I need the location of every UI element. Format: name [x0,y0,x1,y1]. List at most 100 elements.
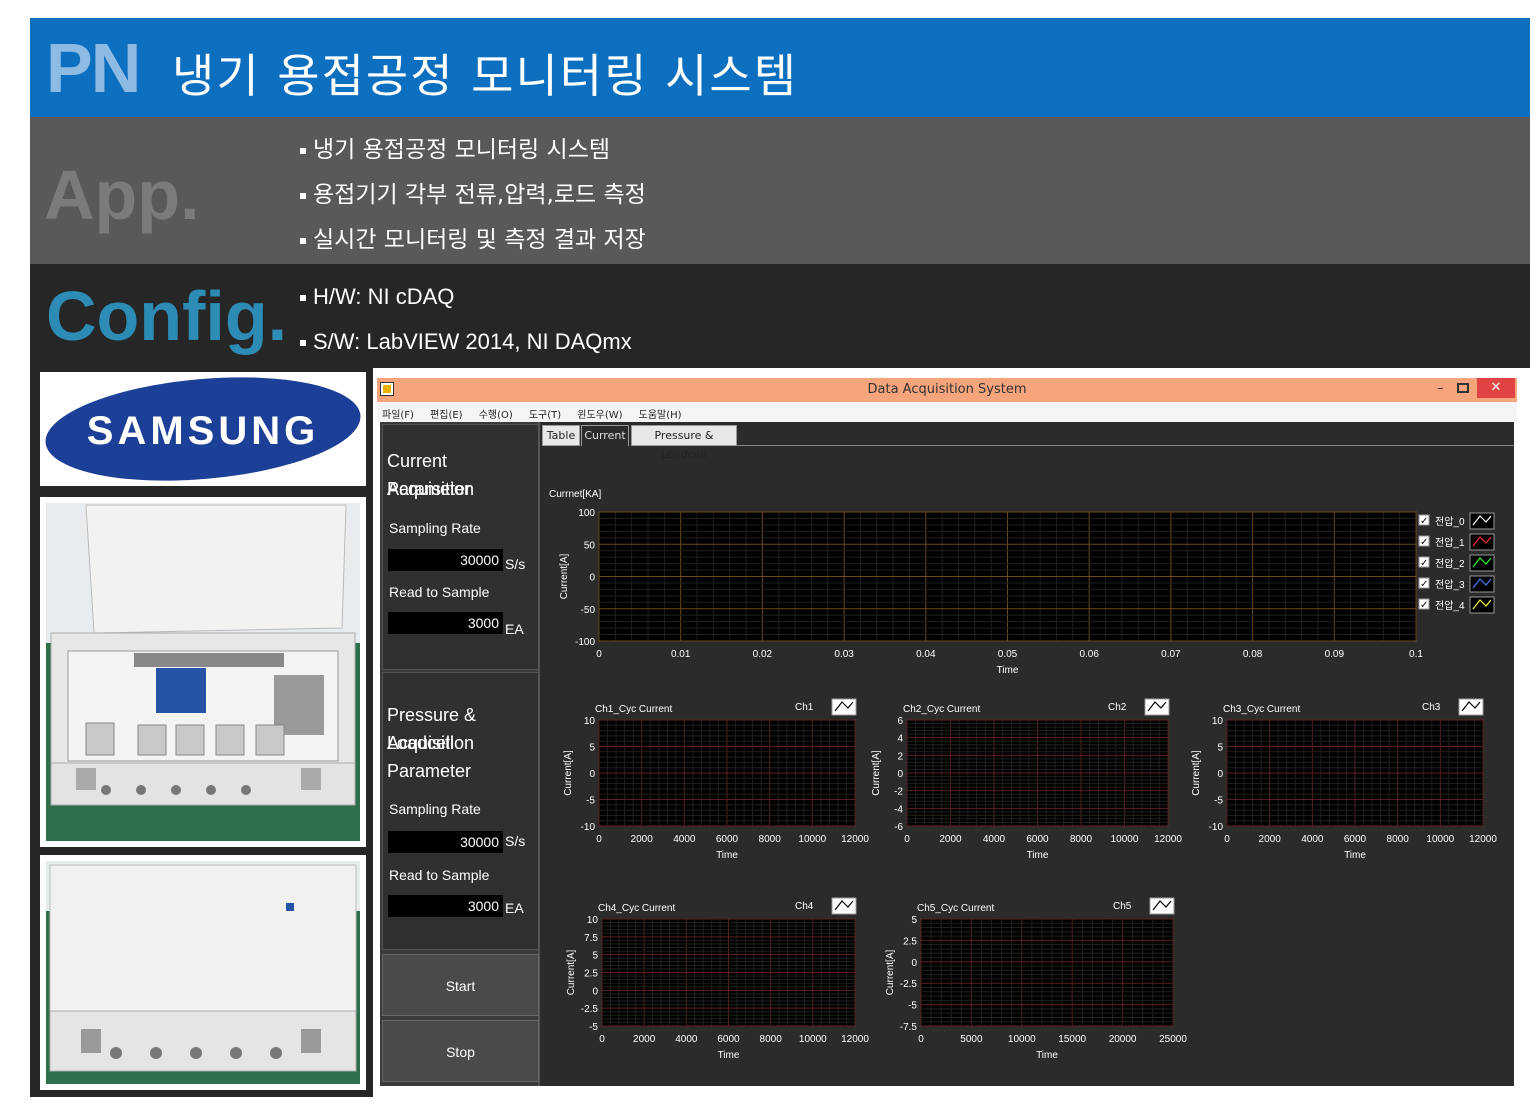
y-tick-label: 0 [592,986,598,997]
restore-icon[interactable] [1457,383,1469,393]
pressure-param-title-3: Parameter [387,761,472,781]
legend-label: Ch2 [1108,702,1127,713]
current-read-input[interactable]: 3000 [388,612,503,634]
legend-swatch [1458,698,1484,716]
tab-table[interactable]: Table [542,425,580,446]
window-titlebar[interactable]: Data Acquisition System – ✕ [377,378,1517,402]
legend-label: Ch5 [1113,901,1132,912]
legend-line [1152,900,1172,911]
legend-line [834,701,854,712]
menu-file[interactable]: 파일(F) [382,410,414,421]
legend-check-mark: ✓ [1420,516,1428,527]
legend-swatch [1144,698,1170,716]
current-sampling-input[interactable]: 30000 [388,549,503,571]
legend-check-mark: ✓ [1420,537,1428,548]
y-tick-label: -5 [589,1022,598,1033]
y-tick-label: 5 [1217,743,1223,754]
legend-swatch [1469,533,1495,551]
x-tick-label: 0.03 [834,649,854,660]
x-tick-label: 10000 [799,1034,827,1045]
legend-checkbox [1418,577,1430,589]
legend-line [1147,701,1167,712]
menu-operate[interactable]: 수행(O) [478,410,513,421]
x-axis-label: Time [716,850,738,861]
legend-swatch [1469,575,1495,593]
menu-help[interactable]: 도움말(H) [638,410,682,421]
x-tick-label: 0.06 [1079,649,1099,660]
chart-title: Ch3_Cyc Current [1223,704,1300,715]
legend-swatch [1469,596,1495,614]
legend-line [1472,557,1492,568]
y-tick-label: -2.5 [900,979,918,990]
legend-label: 전압_0 [1435,515,1465,528]
page-title: 냉기 용접공정 모니터링 시스템 [172,49,799,103]
enclosure-closed-photo [40,855,366,1090]
x-tick-label: 0.02 [753,649,773,660]
labview-icon [380,382,394,396]
plot-grid [601,918,856,1027]
x-tick-label: 2000 [631,834,654,845]
x-tick-label: 0 [904,834,910,845]
legend-line [1472,536,1492,547]
pressure-read-input[interactable]: 3000 [388,895,503,917]
plot-grid [906,719,1169,827]
legend-checkbox [1418,514,1430,526]
current-read-unit: EA [505,621,524,637]
y-tick-label: -5 [1214,796,1223,807]
x-tick-label: 12000 [1154,834,1182,845]
tab-current[interactable]: Current [581,425,629,446]
x-tick-label: 5000 [960,1034,983,1045]
x-tick-label: 4000 [983,834,1006,845]
menu-edit[interactable]: 편집(E) [430,410,463,421]
legend-label: 전압_3 [1435,578,1465,591]
x-tick-label: 2000 [939,834,962,845]
x-tick-label: 10000 [1426,834,1454,845]
menu-bar: 파일(F) 편집(E) 수행(O) 도구(T) 윈도우(W) 도움말(H) [377,402,1517,422]
y-axis-label: Current[A] [1191,750,1202,796]
pressure-sampling-input[interactable]: 30000 [388,831,503,853]
y-tick-label: 5 [589,743,595,754]
config-section: Config. H/W: NI cDAQ S/W: LabVIEW 2014, … [30,264,1530,368]
x-axis-label: Time [1027,850,1049,861]
stop-button[interactable]: Stop [382,1020,539,1082]
x-tick-label: 15000 [1058,1034,1086,1045]
y-tick-label: 0 [589,769,595,780]
current-param-title-1: Current Acquisition [387,451,475,499]
current-sampling-label: Sampling Rate [389,520,481,536]
x-tick-label: 0.05 [998,649,1018,660]
tab-pressure-loadcell[interactable]: Pressure & Loadcell [631,425,737,461]
y-tick-label: -10 [581,822,596,833]
menu-tools[interactable]: 도구(T) [528,410,562,421]
current-param-section: Current Acquisition Parameter Sampling R… [382,424,539,670]
legend-check-mark: ✓ [1420,600,1428,611]
y-tick-label: 0 [897,769,903,780]
pressure-read-unit: EA [505,900,524,916]
chart-title: Ch1_Cyc Current [595,704,672,715]
y-tick-label: 2 [897,751,903,762]
legend-check-mark: ✓ [1420,579,1428,590]
legend-swatch [1149,897,1175,915]
y-tick-label: -50 [581,605,596,616]
y-tick-label: -10 [1209,822,1224,833]
y-tick-label: -7.5 [900,1022,918,1033]
config-label: Config. [46,277,288,355]
y-tick-label: 10 [587,915,599,926]
config-bullet: S/W: LabVIEW 2014, NI DAQmx [300,327,632,372]
x-tick-label: 20000 [1109,1034,1137,1045]
x-tick-label: 12000 [1469,834,1497,845]
start-button[interactable]: Start [382,954,539,1016]
current-read-label: Read to Sample [389,584,490,600]
y-tick-label: 6 [897,716,903,727]
legend-swatch [1469,512,1495,530]
y-axis-label: Current[A] [885,949,896,995]
app-bullet: 냉기 용접공정 모니터링 시스템 [300,131,646,176]
app-bullet: 실시간 모니터링 및 측정 결과 저장 [300,221,646,266]
config-bullet-list: H/W: NI cDAQ S/W: LabVIEW 2014, NI DAQmx [300,282,632,372]
x-tick-label: 0.1 [1409,649,1423,660]
close-icon[interactable]: ✕ [1477,378,1515,398]
y-tick-label: -5 [586,796,595,807]
menu-window[interactable]: 윈도우(W) [577,410,623,421]
minimize-icon[interactable]: – [1437,381,1444,396]
